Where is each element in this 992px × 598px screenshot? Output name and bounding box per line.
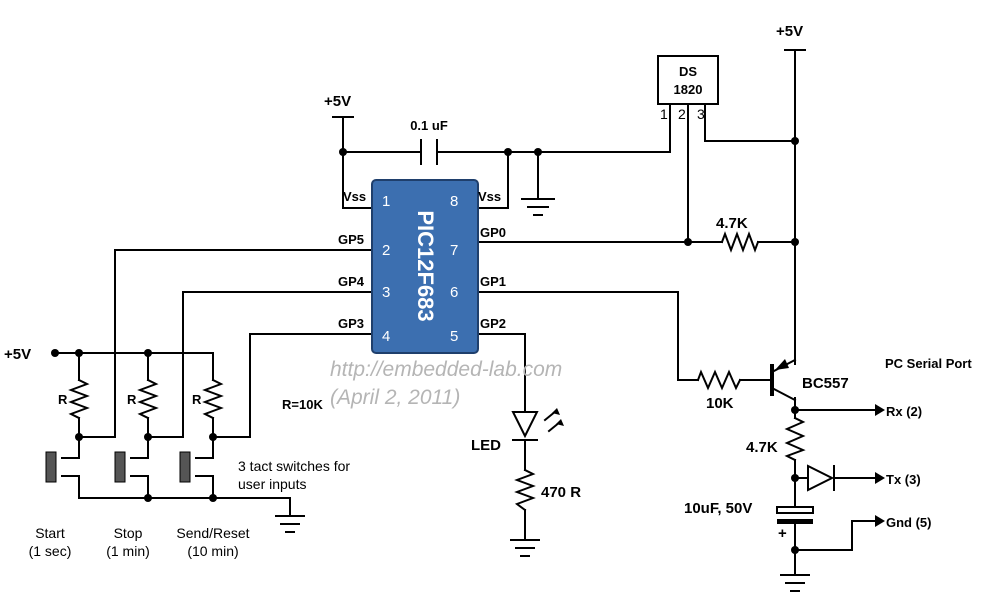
supply-top-left: +5V	[324, 93, 351, 110]
supply-top-right: +5V	[776, 23, 803, 40]
serial-gnd: Gnd (5)	[886, 515, 932, 530]
tact-switch-stop	[114, 444, 149, 485]
pin-name-gp3: GP3	[338, 316, 364, 331]
pin-name-gp4: GP4	[338, 274, 365, 289]
supply-switches: +5V	[4, 346, 31, 363]
base-resistor-label: 10K	[706, 395, 734, 412]
electrolytic-capacitor: 10uF, 50V +	[684, 500, 814, 542]
switch-start-time: (1 sec)	[29, 543, 72, 559]
switches-note-line2: user inputs	[238, 476, 306, 492]
ic-pin-4: 4	[382, 328, 390, 345]
sensor-name-line2: 1820	[674, 82, 703, 97]
ic-pin-3: 3	[382, 284, 390, 301]
serial-rx: Rx (2)	[886, 404, 922, 419]
pin-name-gp2: GP2	[480, 316, 506, 331]
tact-switch-start	[45, 444, 80, 485]
status-led: LED	[471, 408, 564, 454]
ds1820-sensor: DS 1820 1 2 3	[657, 55, 719, 122]
switch-send-time: (10 min)	[187, 543, 238, 559]
switch-resistor-start-label: R	[58, 392, 68, 407]
switch-resistor-send-label: R	[192, 392, 202, 407]
led-resistor: 470 R	[514, 468, 581, 512]
tact-switch-send	[179, 444, 214, 485]
base-resistor: 10K	[696, 369, 742, 412]
sensor-pin-2: 2	[678, 106, 686, 122]
ic-pin-6: 6	[450, 284, 458, 301]
led-resistor-label: 470 R	[541, 484, 581, 501]
serial-tx: Tx (3)	[886, 472, 921, 487]
switch-stop-time: (1 min)	[106, 543, 150, 559]
ic-pin-1: 1	[382, 193, 390, 210]
sensor-pin-3: 3	[697, 106, 705, 122]
serial-port-title: PC Serial Port	[885, 356, 972, 371]
ic-pin-7: 7	[450, 242, 458, 259]
ground-switches	[275, 515, 305, 533]
ground-led	[510, 539, 540, 557]
switch-send-name: Send/Reset	[176, 525, 249, 541]
pullup-resistor: 4.7K	[716, 215, 760, 253]
electrolytic-label: 10uF, 50V	[684, 500, 752, 517]
switch-stop-name: Stop	[114, 525, 143, 541]
sensor-body	[657, 55, 719, 105]
pic-ic: PIC12F683 1 2 3 4 5 6 7 8 Vss GP5 GP4 GP…	[338, 179, 506, 354]
ground-ic	[521, 198, 555, 216]
switch-resistor-start: R	[58, 378, 90, 420]
sensor-pin-1: 1	[660, 106, 668, 122]
junctions	[51, 137, 799, 554]
tx-diode	[807, 464, 835, 492]
pullup-label: 4.7K	[716, 215, 748, 232]
pin-name-vss-left: Vss	[343, 189, 366, 204]
rx-resistor-label: 4.7K	[746, 439, 778, 456]
switch-resistor-stop-label: R	[127, 392, 137, 407]
transistor-label: BC557	[802, 375, 849, 392]
switch-resistor-send: R	[192, 378, 224, 420]
pin-name-vss-right: Vss	[478, 189, 501, 204]
ic-pin-8: 8	[450, 193, 458, 210]
watermark-url: http://embedded-lab.com	[330, 358, 562, 381]
ic-pin-2: 2	[382, 242, 390, 259]
capacitor-label: 0.1 uF	[410, 118, 448, 133]
switches-note-line1: 3 tact switches for	[238, 458, 350, 474]
watermark-date: (April 2, 2011)	[330, 386, 460, 409]
ic-body	[371, 179, 479, 354]
ic-name: PIC12F683	[413, 210, 438, 321]
pin-name-gp0: GP0	[480, 225, 506, 240]
pin-name-gp1: GP1	[480, 274, 506, 289]
sensor-name-line1: DS	[679, 64, 697, 79]
electrolytic-polarity: +	[778, 525, 787, 542]
pin-name-gp5: GP5	[338, 232, 364, 247]
ground-serial	[780, 574, 810, 592]
switch-start-name: Start	[35, 525, 65, 541]
ic-pin-5: 5	[450, 328, 458, 345]
led-label: LED	[471, 437, 501, 454]
wires	[54, 49, 876, 576]
decoupling-capacitor: 0.1 uF	[410, 118, 448, 165]
switch-resistor-value: R=10K	[282, 397, 323, 412]
rx-resistor: 4.7K	[746, 416, 806, 462]
bc557-transistor: BC557	[770, 358, 849, 402]
switch-resistor-stop: R	[127, 378, 159, 420]
